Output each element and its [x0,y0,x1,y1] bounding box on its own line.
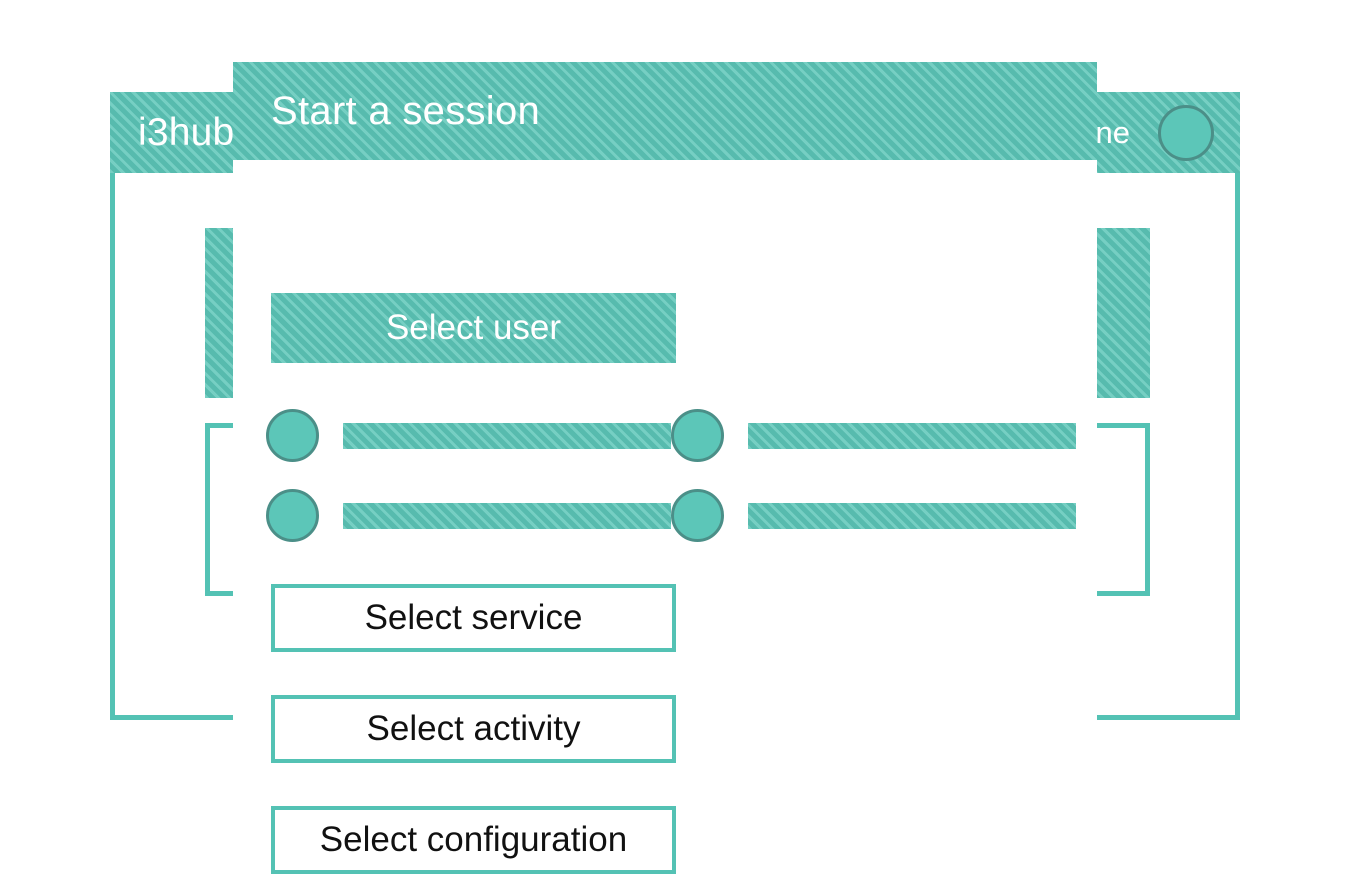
titlebar-right-group: ne [1095,104,1214,161]
select-configuration-button[interactable]: Select configuration [271,806,676,874]
user-list-item[interactable] [266,408,671,463]
select-service-button[interactable]: Select service [271,584,676,652]
current-user-name: ne [1095,115,1130,150]
select-activity-button[interactable]: Select activity [271,695,676,763]
app-title: i3hub [138,111,235,154]
start-session-modal: Start a session Select user [233,62,1097,874]
user-list-item[interactable] [671,488,1076,543]
modal-body: Select user Select service Select ac [233,160,1097,874]
user-avatar-circle-icon [671,489,724,542]
user-name-placeholder [748,502,1076,529]
user-list [266,408,1076,543]
user-name-placeholder [343,502,671,529]
user-list-item[interactable] [266,488,671,543]
select-user-button[interactable]: Select user [271,293,676,363]
user-avatar-circle-icon [266,489,319,542]
user-avatar-circle-icon[interactable] [1158,104,1214,161]
modal-header: Start a session [233,62,1097,160]
user-name-placeholder [343,422,671,449]
user-avatar-circle-icon [671,409,724,462]
modal-title: Start a session [271,89,541,133]
user-list-item[interactable] [671,408,1076,463]
user-avatar-circle-icon [266,409,319,462]
user-name-placeholder [748,422,1076,449]
